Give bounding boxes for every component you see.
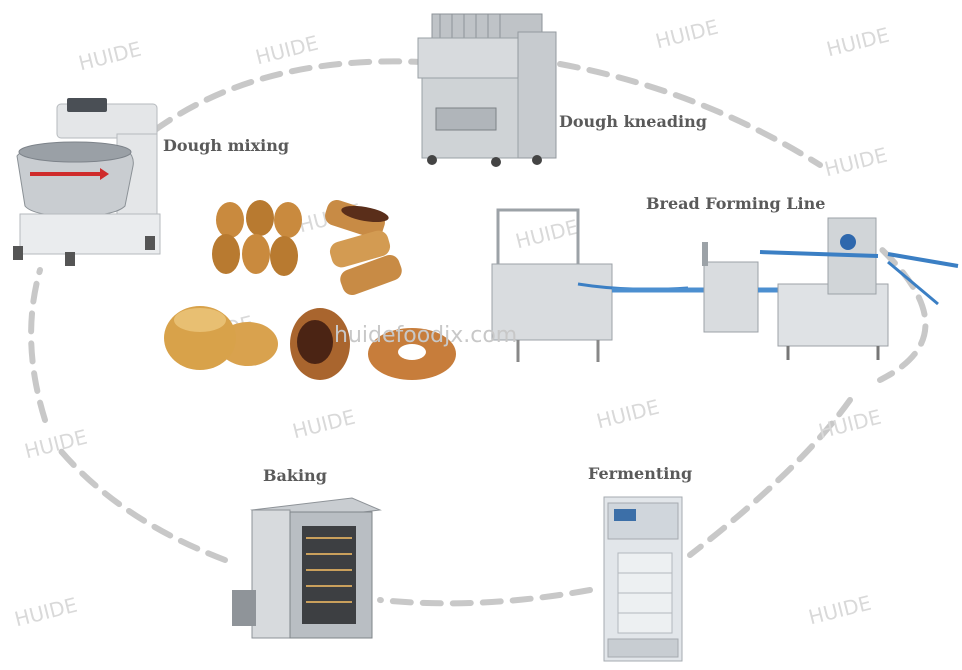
step-label-forming: Bread Forming Line	[646, 194, 826, 213]
step-label-mixing: Dough mixing	[163, 136, 290, 155]
filled-pastries	[325, 199, 402, 296]
rotary-oven-illustration	[232, 497, 382, 639]
dough-mixer-illustration	[13, 98, 161, 266]
round-buns	[164, 306, 278, 370]
sesame-bagel	[368, 328, 456, 380]
bread-products-illustration	[164, 199, 456, 380]
step-label-baking: Baking	[263, 466, 327, 485]
step-label-fermenting: Fermenting	[588, 464, 693, 483]
step-label-kneading: Dough kneading	[559, 112, 707, 131]
chocolate-pastries	[290, 308, 350, 380]
bread-forming-line-illustration	[491, 208, 959, 362]
sausage-buns	[212, 200, 302, 276]
cycle-dashed-path	[28, 58, 929, 607]
dough-kneading-illustration	[417, 13, 557, 167]
fermenting-cabinet-illustration	[603, 496, 683, 662]
website-watermark: huidefoodjx.com	[334, 323, 518, 348]
